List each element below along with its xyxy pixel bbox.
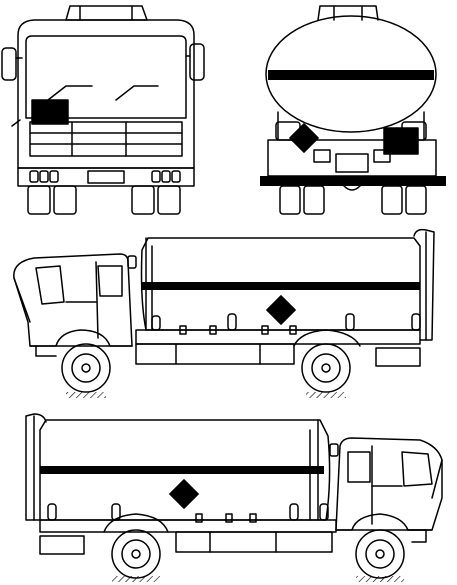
front-orange-plate <box>31 99 69 125</box>
right-hazard-diamond <box>169 479 199 509</box>
rear-hazard-diamond <box>289 123 319 153</box>
left-hazard-diamond <box>266 295 296 325</box>
rear-view <box>260 5 446 215</box>
right-side-view <box>25 413 443 582</box>
left-side-view <box>13 228 435 398</box>
front-view <box>1 5 205 215</box>
rear-orange-plate <box>383 127 419 155</box>
